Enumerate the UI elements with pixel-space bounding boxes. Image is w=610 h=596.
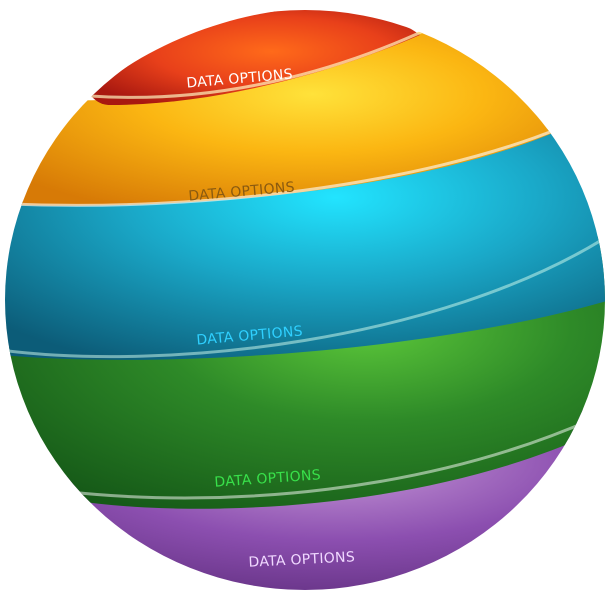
band-shape-red	[90, 10, 420, 105]
band-shape-orange	[10, 20, 560, 206]
band-shape-blue	[5, 110, 605, 360]
band-label-4: DATA OPTIONS	[214, 467, 321, 490]
band-rim-4	[69, 410, 605, 500]
band-label-5: DATA OPTIONS	[248, 549, 355, 571]
band-rim-1	[89, 26, 431, 99]
band-rim-2	[9, 126, 561, 207]
band-rim-3	[5, 236, 605, 359]
